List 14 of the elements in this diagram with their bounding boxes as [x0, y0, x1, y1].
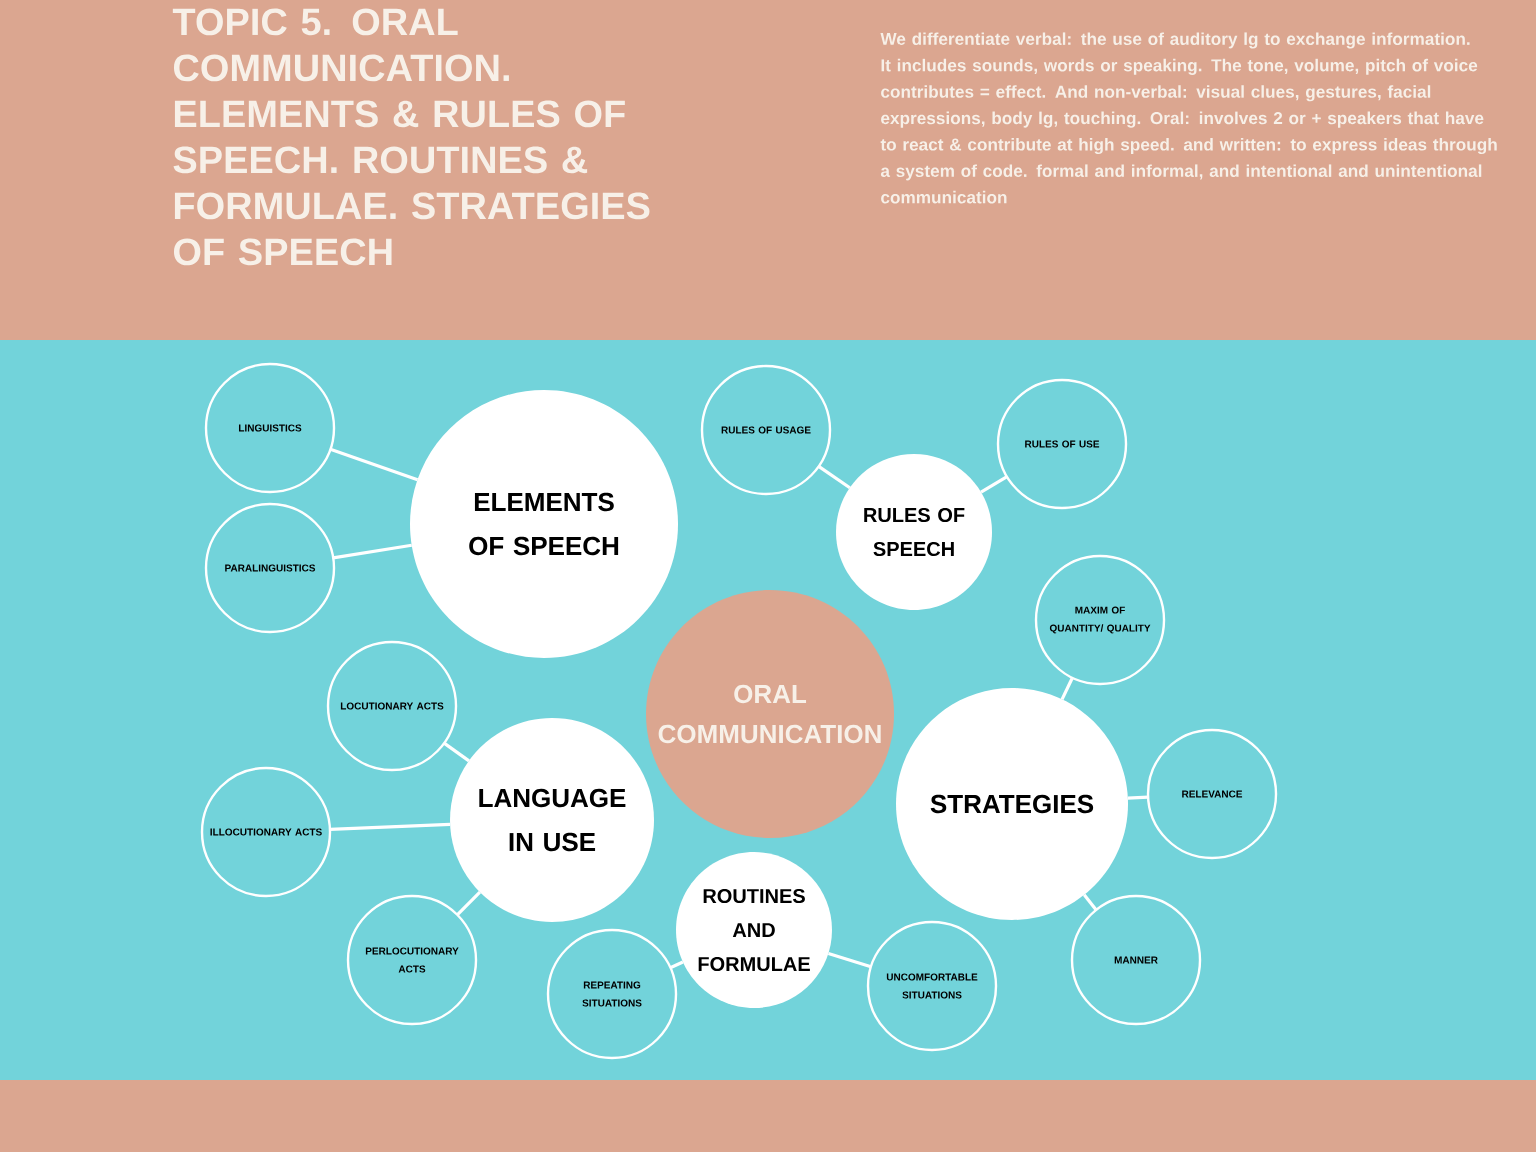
title: TOPIC 5. ORAL COMMUNICATION. ELEMENTS & RULES OF SPEECH. ROUTINES & FORMULAE. STRATEGIES OF SPEECH — [172, 8, 650, 266]
connector-line — [817, 465, 851, 490]
connector-line — [443, 741, 470, 763]
connector-line — [329, 822, 451, 831]
connector-line — [1082, 893, 1098, 911]
connector-line — [669, 960, 684, 970]
connector-line — [329, 447, 419, 482]
connector-line — [827, 951, 872, 969]
description-text: We differentiate verbal: the use of auditory lg to exchange information. It includes sounds, words or speaking. The tone, volume, pitch of voice contributes = effect. And non-verbal: visual clues, gestures, facial expressions, body lg, touching. Oral: involves 2 or + speakers that have to react & contribute at high speed. and written: to express ideas through a system of code. formal and informal, and intentional and unintentional communication — [880, 32, 1497, 204]
connector-line — [332, 543, 412, 560]
connector-line — [1127, 795, 1149, 800]
connector-line — [980, 475, 1008, 494]
connector-line — [1060, 677, 1074, 701]
connector-line — [456, 891, 481, 916]
